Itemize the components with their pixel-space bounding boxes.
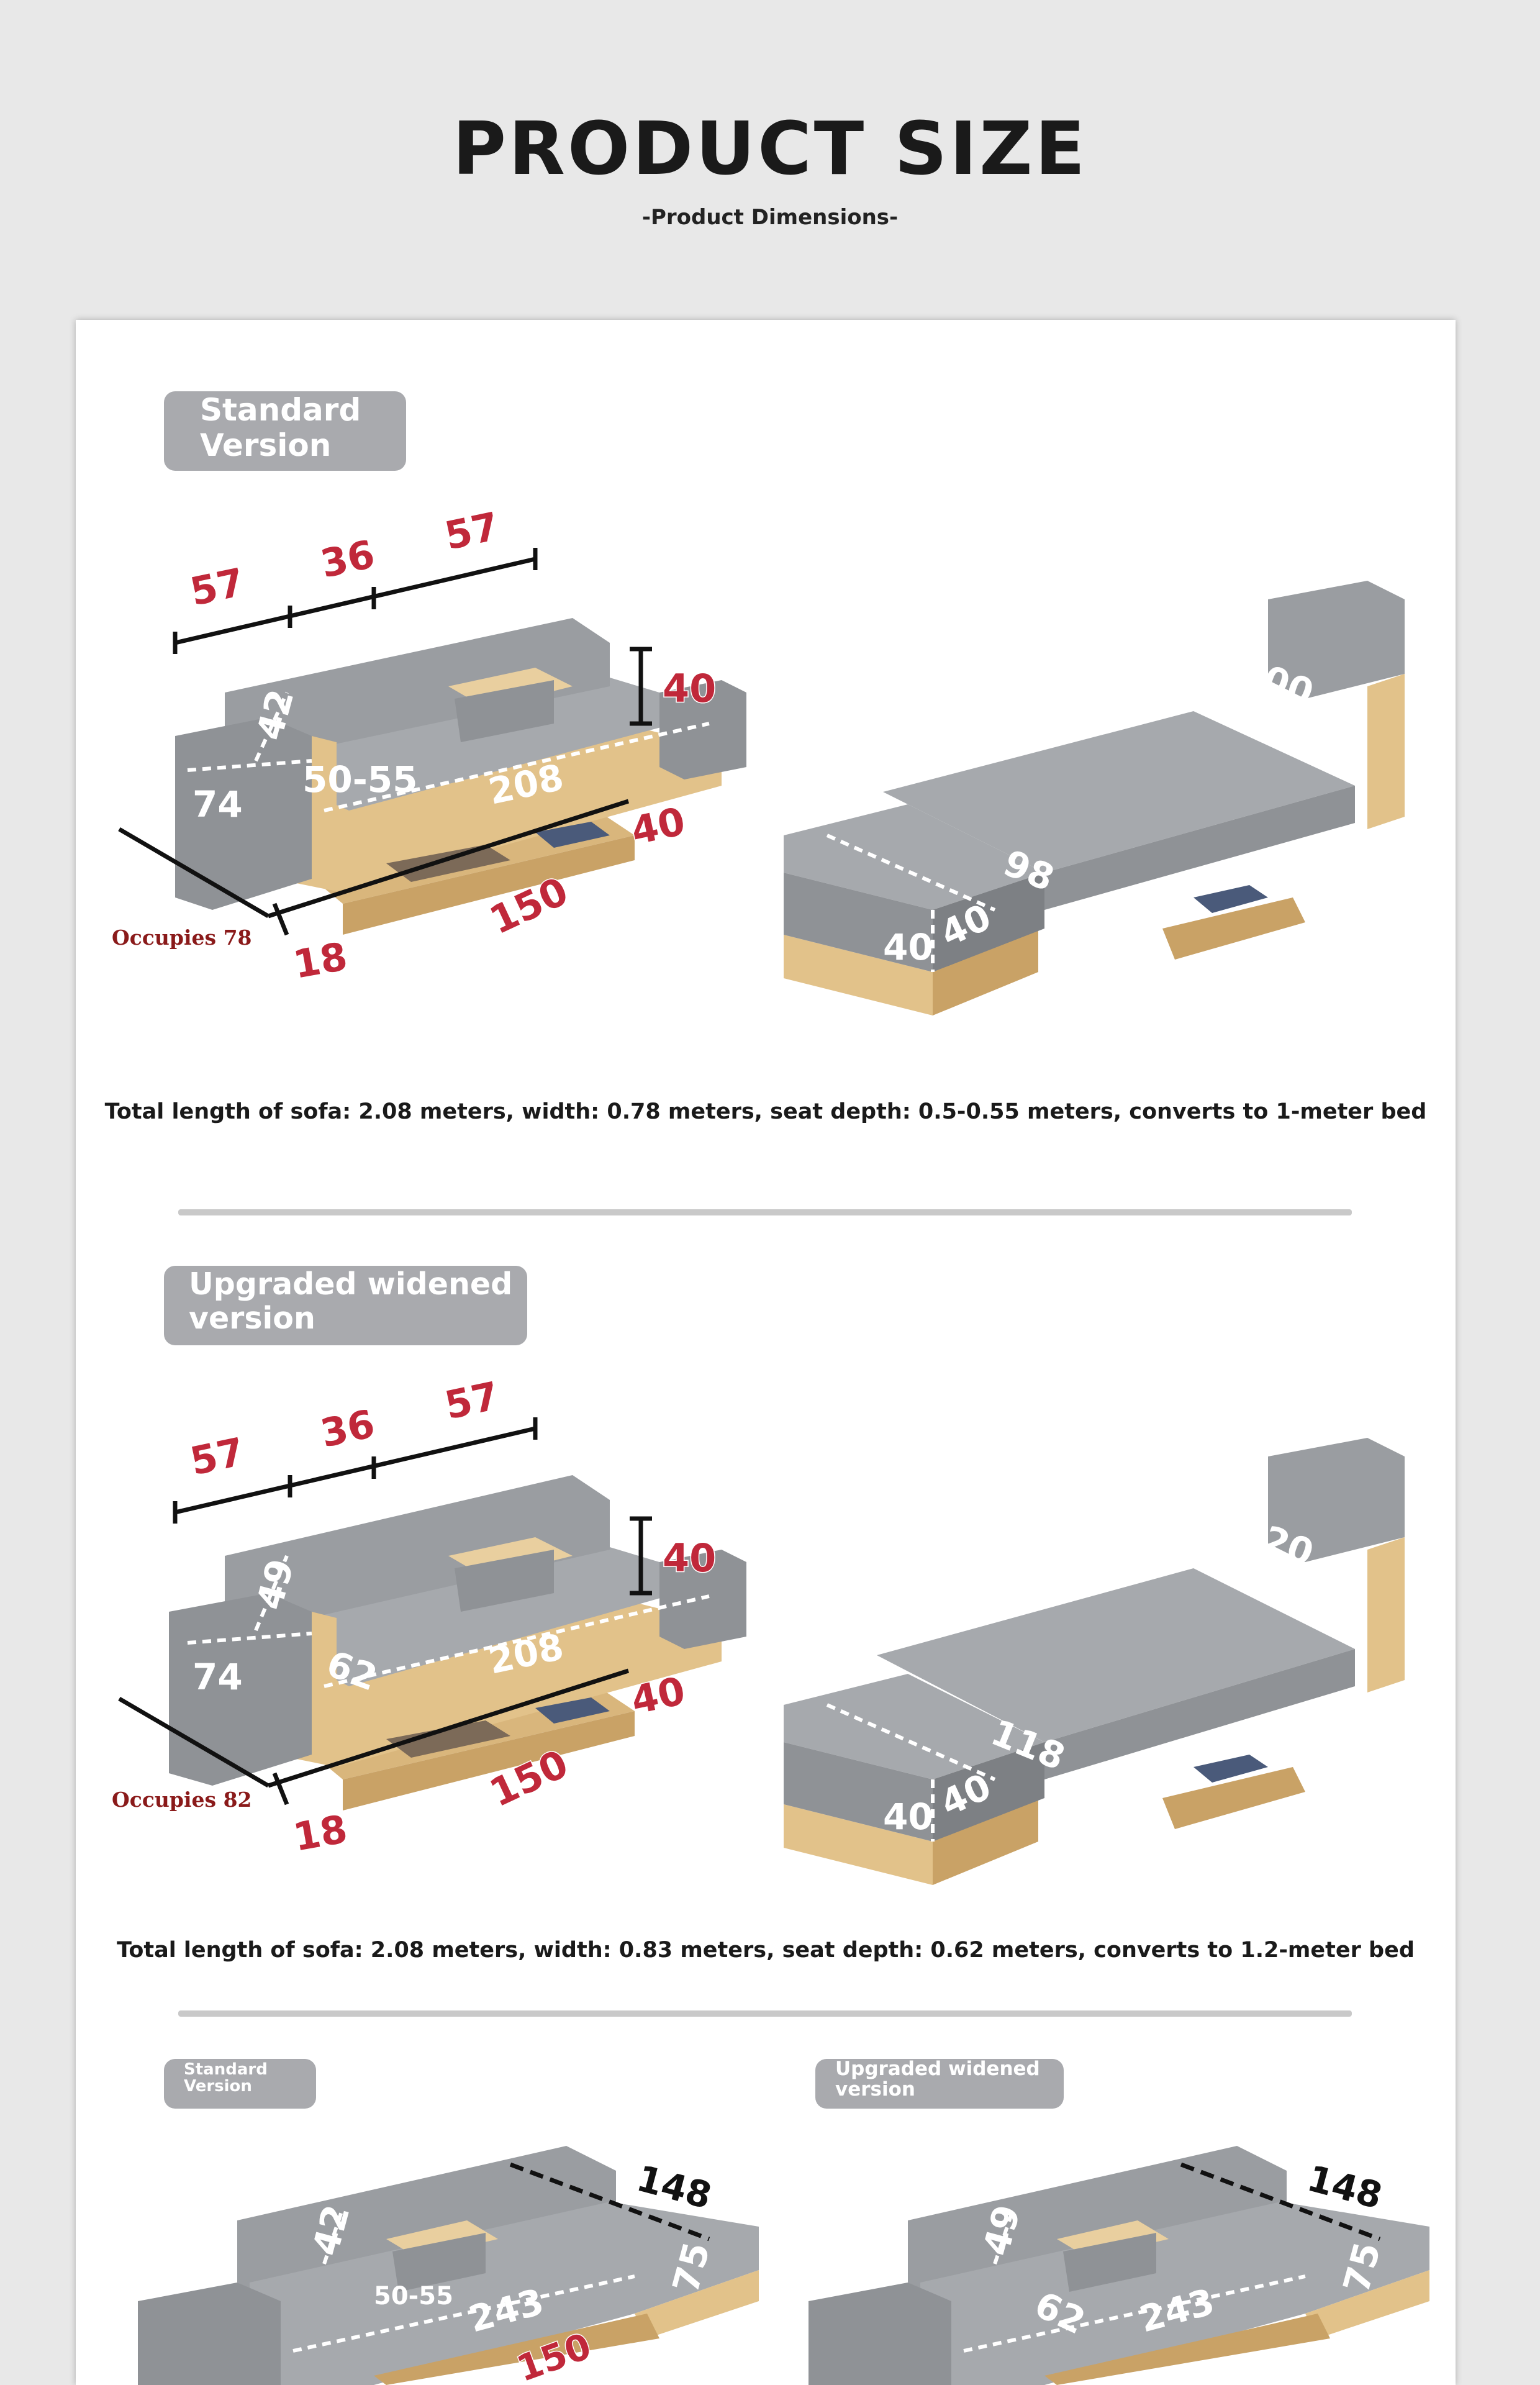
- badge-line-1: Upgraded widened: [835, 2058, 1040, 2080]
- corner-sofa-body: [138, 2146, 759, 2385]
- badge-line-1: Upgraded widened: [189, 1266, 513, 1302]
- dim-back-right: 57: [441, 1373, 503, 1428]
- dim-stool-height: 40: [883, 1796, 933, 1838]
- dim-leg-width: 18: [290, 1806, 351, 1860]
- corner-standard-illustration: 148 42 50-55 243 75 150: [138, 2146, 759, 2385]
- bed-body: [784, 1438, 1405, 1885]
- sofa-body: [175, 618, 746, 935]
- badge-line-1: Standard: [184, 2060, 268, 2079]
- dim-arm-height: 74: [192, 1656, 243, 1698]
- dim-arm-height: 74: [192, 783, 243, 825]
- dim-stool-height: 40: [883, 926, 933, 968]
- dim-back-left: 57: [186, 559, 248, 614]
- badge-line-2: Version: [200, 427, 332, 463]
- standard-bed-illustration: 100 98 40 40: [784, 581, 1405, 1015]
- dimension-lines: [118, 548, 652, 936]
- badge-line-1: Standard: [200, 392, 361, 428]
- bed-dashes: [826, 666, 1319, 972]
- dim-seat-height: 40: [663, 1535, 716, 1581]
- corner-upgraded-illustration: 148 49 62 243 75: [808, 2146, 1429, 2385]
- standard-caption: Total length of sofa: 2.08 meters, width…: [104, 1099, 1427, 1124]
- dim-drawer-depth: 40: [627, 1668, 689, 1723]
- corner-dashes: [963, 2162, 1381, 2353]
- dim-back-right: 57: [441, 503, 503, 558]
- dimension-dashes: [187, 1555, 710, 1688]
- section-divider: [178, 2010, 1352, 2017]
- corner-upgraded-badge: Upgraded widened version: [815, 2059, 1064, 2109]
- content-card: Standard Version: [76, 320, 1456, 2385]
- badge-line-2: version: [189, 1301, 315, 1337]
- occupies-label: Occupies 82: [112, 1788, 252, 1812]
- standard-sofa-illustration: 57 36 57 40 40 150 18 42 50-55 208 74: [118, 502, 746, 988]
- sofa-body: [169, 1475, 746, 1810]
- dimension-dashes: [187, 691, 710, 812]
- occupies-label: Occupies 78: [112, 925, 252, 950]
- upgraded-caption: Total length of sofa: 2.08 meters, width…: [117, 1938, 1415, 1963]
- dim-drawer-depth: 40: [627, 798, 689, 853]
- dim-leg-width: 18: [290, 934, 351, 988]
- badge-line-2: Version: [184, 2077, 252, 2096]
- upgraded-sofa-illustration: 57 36 57 40 40 150 18 49 62 208 74: [118, 1372, 746, 1861]
- dimension-labels: 57 36 57 40 40 150 18: [185, 502, 717, 988]
- dim-seat-depth: 50-55: [302, 758, 418, 801]
- upgraded-version-badge: Upgraded widened version: [164, 1266, 527, 1345]
- corner-sofa-body: [808, 2146, 1429, 2385]
- corner-standard-badge: Standard Version: [164, 2059, 316, 2109]
- dim-back-mid: 36: [317, 531, 379, 586]
- dim-back-mid: 36: [317, 1401, 379, 1456]
- page-subtitle: -Product Dimensions-: [641, 205, 899, 230]
- header: PRODUCT SIZE -Product Dimensions-: [0, 0, 1540, 311]
- dim-seat-depth: 50-55: [374, 2282, 453, 2310]
- standard-version-badge: Standard Version: [164, 391, 406, 471]
- bed-dashes: [826, 1523, 1319, 1842]
- dimension-lines: [118, 1417, 652, 1806]
- badge-line-2: version: [835, 2078, 915, 2101]
- bed-body: [784, 581, 1405, 1015]
- dim-back-left: 57: [186, 1429, 248, 1484]
- section-divider: [178, 1209, 1352, 1215]
- corner-dashes: [292, 2162, 710, 2353]
- page-title: PRODUCT SIZE: [452, 106, 1088, 191]
- dim-seat-height: 40: [663, 666, 716, 711]
- upgraded-bed-illustration: 120 118 40 40: [784, 1438, 1405, 1885]
